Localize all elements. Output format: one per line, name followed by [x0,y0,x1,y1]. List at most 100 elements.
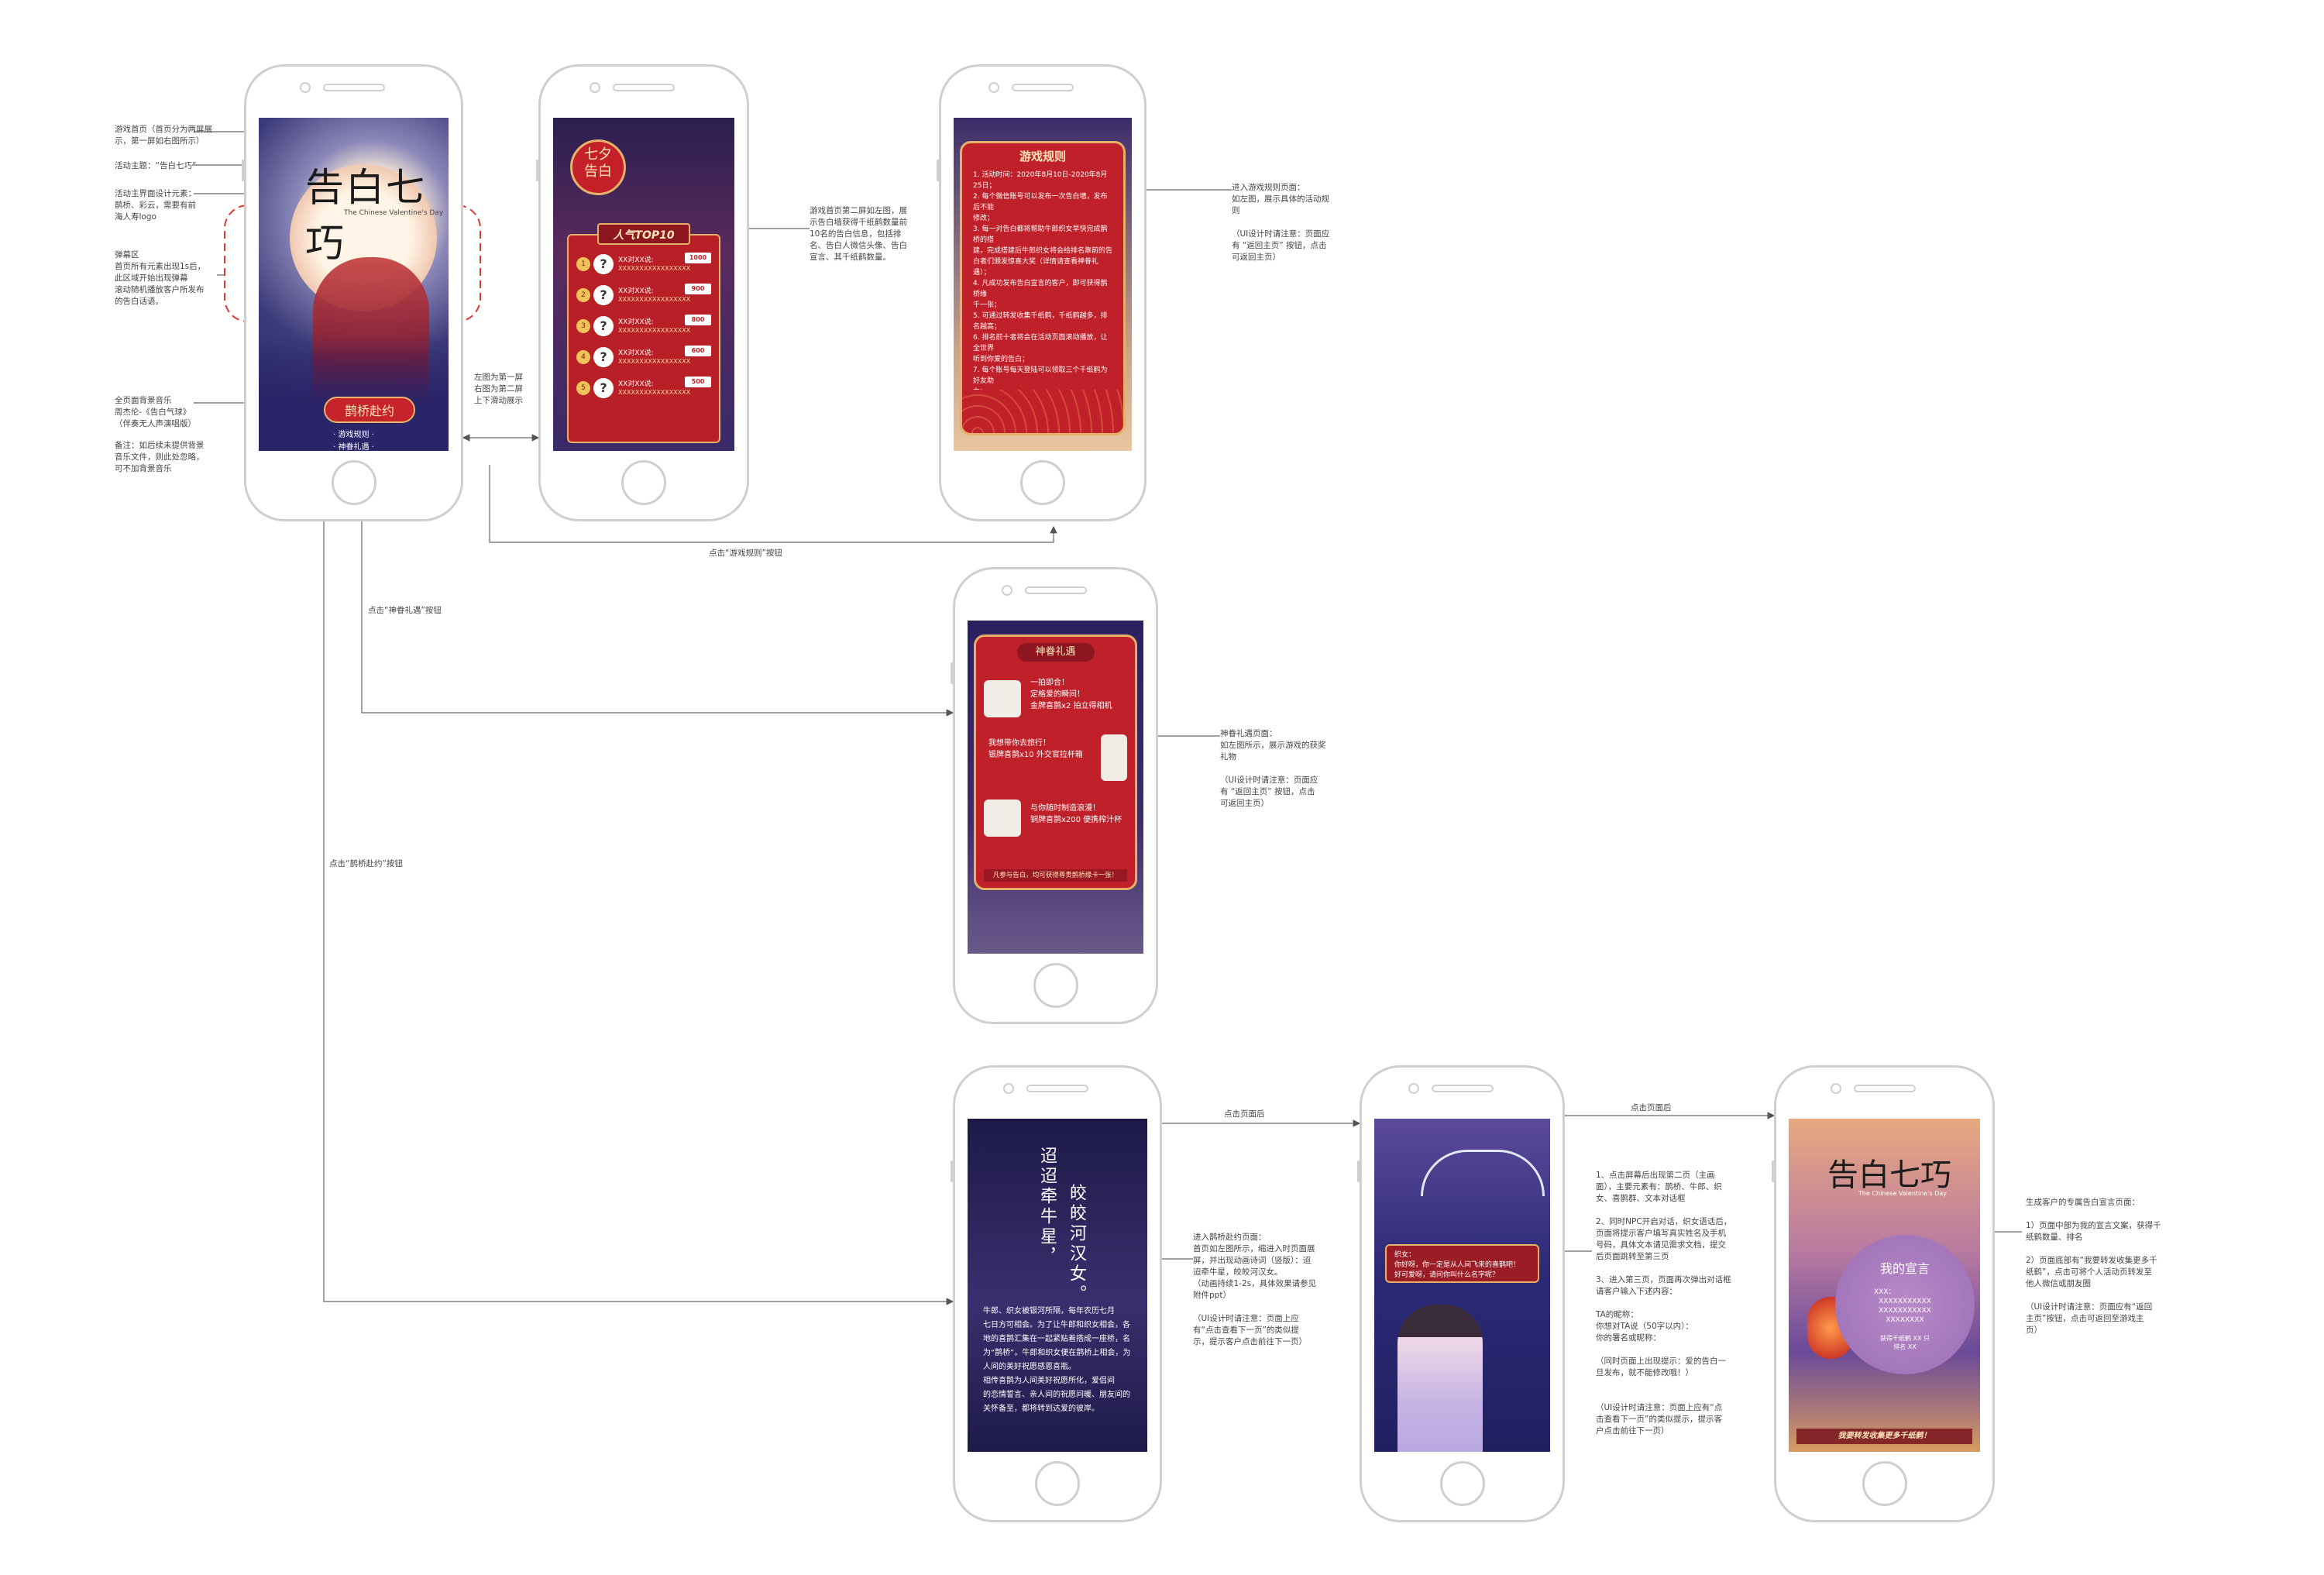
rules-text: 1. 活动时间：2020年8月10日-2020年8月25日； 2. 每个微信账号… [973,171,1113,428]
home-button-icon [1439,1461,1485,1506]
rules-title: 游戏规则 [1019,150,1066,163]
row-name: XX对XX说: [618,256,654,264]
share-more-button[interactable]: 我要转发收集更多千纸鹤！ [1796,1429,1972,1444]
row-text: XXXXXXXXXXXXXXXXX [618,358,691,365]
home-button-icon [1035,1461,1080,1506]
home-button-icon [1033,963,1078,1008]
row-name: XX对XX说: [618,380,654,388]
declaration-card: 我的宣言 XXX： XXXXXXXXXXX XXXXXXXXXXX XXXXXX… [1835,1235,1975,1374]
note-steps: 1、点击屏幕后出现第二页（主画 面），主要元素有：鹊桥、牛郎、织 女、喜鹊群、文… [1596,1171,1732,1436]
rank-medal-icon: 1 [576,257,590,271]
row-score: 600 [685,346,711,356]
gifts-footer-bar: 凡参与告白，均可获得尊贵鹊桥缘卡一张！ [984,869,1127,882]
phone-top10: 七夕 告白 人气TOP10 1 ? XX对XX说: XXXXXXXXXXXXXX… [536,64,749,521]
cloud-graphic [259,335,449,451]
phone-home: 告白七巧 The Chinese Valentine's Day 鹊桥赴约 · … [242,64,463,521]
bridge-intro-screen: 迢迢牵牛星， 皎皎河汉女。 牛郎、织女被银河所隔，每年农历七月 七日方可相会。为… [968,1119,1147,1452]
row-name: XX对XX说: [618,287,654,295]
declaration-name: XXX： [1874,1288,1896,1296]
rank-medal-icon: 2 [576,288,590,302]
rules-link[interactable]: · 游戏规则 · [333,431,374,439]
note-music: 全页面背景音乐 周杰伦-《告白气球》 （伴奏无人声演唱版） [115,396,196,428]
note-final-page: 生成客户的专属告白宣言页面： 1）页面中部为我的宣言文案，获得千 纸鹤数量、排名… [2026,1198,2161,1335]
declaration-heading: 我的宣言 [1879,1261,1930,1276]
home-button-icon [331,460,376,505]
bridge-meet-button[interactable]: 鹊桥赴约 [324,397,415,423]
list-item: 1 ? XX对XX说: XXXXXXXXXXXXXXXXX 1000 [576,253,711,276]
top10-panel: 人气TOP10 1 ? XX对XX说: XXXXXXXXXXXXXXXXX 10… [567,223,720,443]
label-click-bridge: 点击“鹊桥赴约”按钮 [329,859,403,868]
note-bridge-page: 进入鹊桥赴约页面： 首页如左图所示，缩进入时页面展 屏，并出现动画诗词（竖版）：… [1193,1233,1317,1346]
camera-icon [984,680,1021,717]
note-second-screen: 游戏首页第二屏如左图，展 示告白墙获得千纸鹤数量前 10名的告白信息，包括排 名… [810,206,907,262]
declaration-stats: 获得千纸鹤 XX 只 排名 XX [1879,1335,1930,1350]
home-button-icon [621,460,666,505]
gift-link[interactable]: · 神眷礼遇 · [333,443,374,451]
top10-title: 人气TOP10 [597,223,690,245]
home-title: 告白七巧 [305,165,426,266]
home-button-icon [1020,460,1065,505]
row-text: XXXXXXXXXXXXXXXXX [618,327,691,334]
weaver-girl-illustration [1397,1305,1483,1452]
suitcase-icon [1101,734,1127,781]
phone-rules: 游戏规则 1. 活动时间：2020年8月10日-2020年8月25日； 2. 每… [937,64,1147,521]
rank-medal-icon: 4 [576,350,590,364]
declaration-screen: 告白七巧 The Chinese Valentine's Day 我的宣言 XX… [1789,1119,1980,1452]
home-subtitle: The Chinese Valentine's Day [344,209,444,217]
row-score: 800 [685,315,711,325]
note-theme: 活动主题：“告白七巧” [115,161,197,170]
dialog-screen: 织女： 你好呀，你一定是从人间飞来的喜鹊吧！ 好可爱呀，请问你叫什么名字呢？ [1374,1119,1550,1452]
note-home: 游戏首页（首页分为两屏展 示，第一屏如右图所示） [115,125,212,146]
label-click-gift: 点击“神眷礼遇”按钮 [368,606,442,615]
prize-silver: 我想带你去旅行！ 银牌喜鹊x10 外交官拉杆箱 [988,739,1083,759]
avatar: ? [593,316,614,336]
note-rules-page: 进入游戏规则页面： 如左图，展示具体的活动规 则 （UI设计时请注意：页面应 有… [1232,183,1330,262]
rules-panel: 游戏规则 1. 活动时间：2020年8月10日-2020年8月25日； 2. 每… [960,141,1126,435]
declaration-subtitle: The Chinese Valentine's Day [1858,1190,1947,1197]
declaration-title-logo: 告白七巧 [1827,1157,1951,1193]
note-remark: 备注：如后续未提供背景 音乐文件，则此处忽略， 可不加背景音乐 [115,441,205,473]
poem-line-2: 皎皎河汉女。 [1067,1184,1086,1305]
list-item: 3 ? XX对XX说: XXXXXXXXXXXXXXXXX 800 [576,315,711,338]
phone-gifts: 神眷礼遇 一拍即合！ 定格爱的瞬间！ 金牌喜鹊x2 拍立得相机 我想带你去旅行！… [951,567,1158,1024]
top10-screen: 七夕 告白 人气TOP10 1 ? XX对XX说: XXXXXXXXXXXXXX… [553,118,734,451]
list-item: 4 ? XX对XX说: XXXXXXXXXXXXXXXXX 600 [576,346,711,369]
list-item: 2 ? XX对XX说: XXXXXXXXXXXXXXXXX 900 [576,284,711,307]
bridge-graphic [1421,1150,1545,1196]
row-text: XXXXXXXXXXXXXXXXX [618,265,691,272]
declaration-body: XXXXXXXXXXX XXXXXXXXXXX XXXXXXXX [1879,1298,1931,1324]
prize-gold: 一拍即合！ 定格爱的瞬间！ 金牌喜鹊x2 拍立得相机 [1030,679,1112,710]
qixi-badge: 七夕 告白 [570,139,626,195]
gifts-title: 神眷礼遇 [1016,643,1095,662]
home-button-icon [1862,1461,1907,1506]
prize-bronze: 与你随时制造浪漫！ 铜牌喜鹊x200 便携榨汁杯 [1030,804,1122,824]
note-gift-page: 神眷礼遇页面： 如左图所示，展示游戏的获奖 礼物 （UI设计时请注意：页面应 有… [1220,729,1326,808]
label-swipe: 左图为第一屏 右图为第二屏 上下滑动展示 [474,373,523,405]
phone-declaration: 告白七巧 The Chinese Valentine's Day 我的宣言 XX… [1772,1065,1995,1522]
label-click-page-1: 点击页面后 [1224,1109,1265,1119]
rules-screen: 游戏规则 1. 活动时间：2020年8月10日-2020年8月25日； 2. 每… [954,118,1132,451]
phone-bridge-intro: 迢迢牵牛星， 皎皎河汉女。 牛郎、织女被银河所隔，每年农历七月 七日方可相会。为… [951,1065,1162,1522]
wave-pattern [962,390,1123,433]
story-paragraph: 牛郎、织女被银河所隔，每年农历七月 七日方可相会。为了让牛郎和织女相会，各 地的… [983,1307,1131,1413]
row-name: XX对XX说: [618,318,654,326]
row-name: XX对XX说: [618,349,654,357]
poem-line-1: 迢迢牵牛星， [1037,1147,1057,1267]
home-screen: 告白七巧 The Chinese Valentine's Day 鹊桥赴约 · … [259,118,449,451]
phone-dialog: 织女： 你好呀，你一定是从人间飞来的喜鹊吧！ 好可爱呀，请问你叫什么名字呢？ [1357,1065,1565,1522]
avatar: ? [593,254,614,274]
row-text: XXXXXXXXXXXXXXXXX [618,296,691,303]
rank-medal-icon: 3 [576,319,590,333]
avatar: ? [593,285,614,305]
avatar: ? [593,378,614,398]
note-barrage: 弹幕区 首页所有元素出现1s后， 此区域开始出现弹幕 滚动随机播放客户所发布 的… [115,250,206,306]
gifts-panel: 神眷礼遇 一拍即合！ 定格爱的瞬间！ 金牌喜鹊x2 拍立得相机 我想带你去旅行！… [974,634,1137,890]
npc-dialog-box[interactable]: 织女： 你好呀，你一定是从人间飞来的喜鹊吧！ 好可爱呀，请问你叫什么名字呢？ [1385,1244,1539,1283]
row-text: XXXXXXXXXXXXXXXXX [618,389,691,396]
rank-medal-icon: 5 [576,381,590,395]
row-score: 500 [685,377,711,387]
avatar: ? [593,347,614,367]
note-elements: 活动主界面设计元素： 鹊桥、彩云，需要有前 海人寿logo [115,189,196,222]
gifts-screen: 神眷礼遇 一拍即合！ 定格爱的瞬间！ 金牌喜鹊x2 拍立得相机 我想带你去旅行！… [968,621,1143,954]
row-score: 900 [685,284,711,294]
